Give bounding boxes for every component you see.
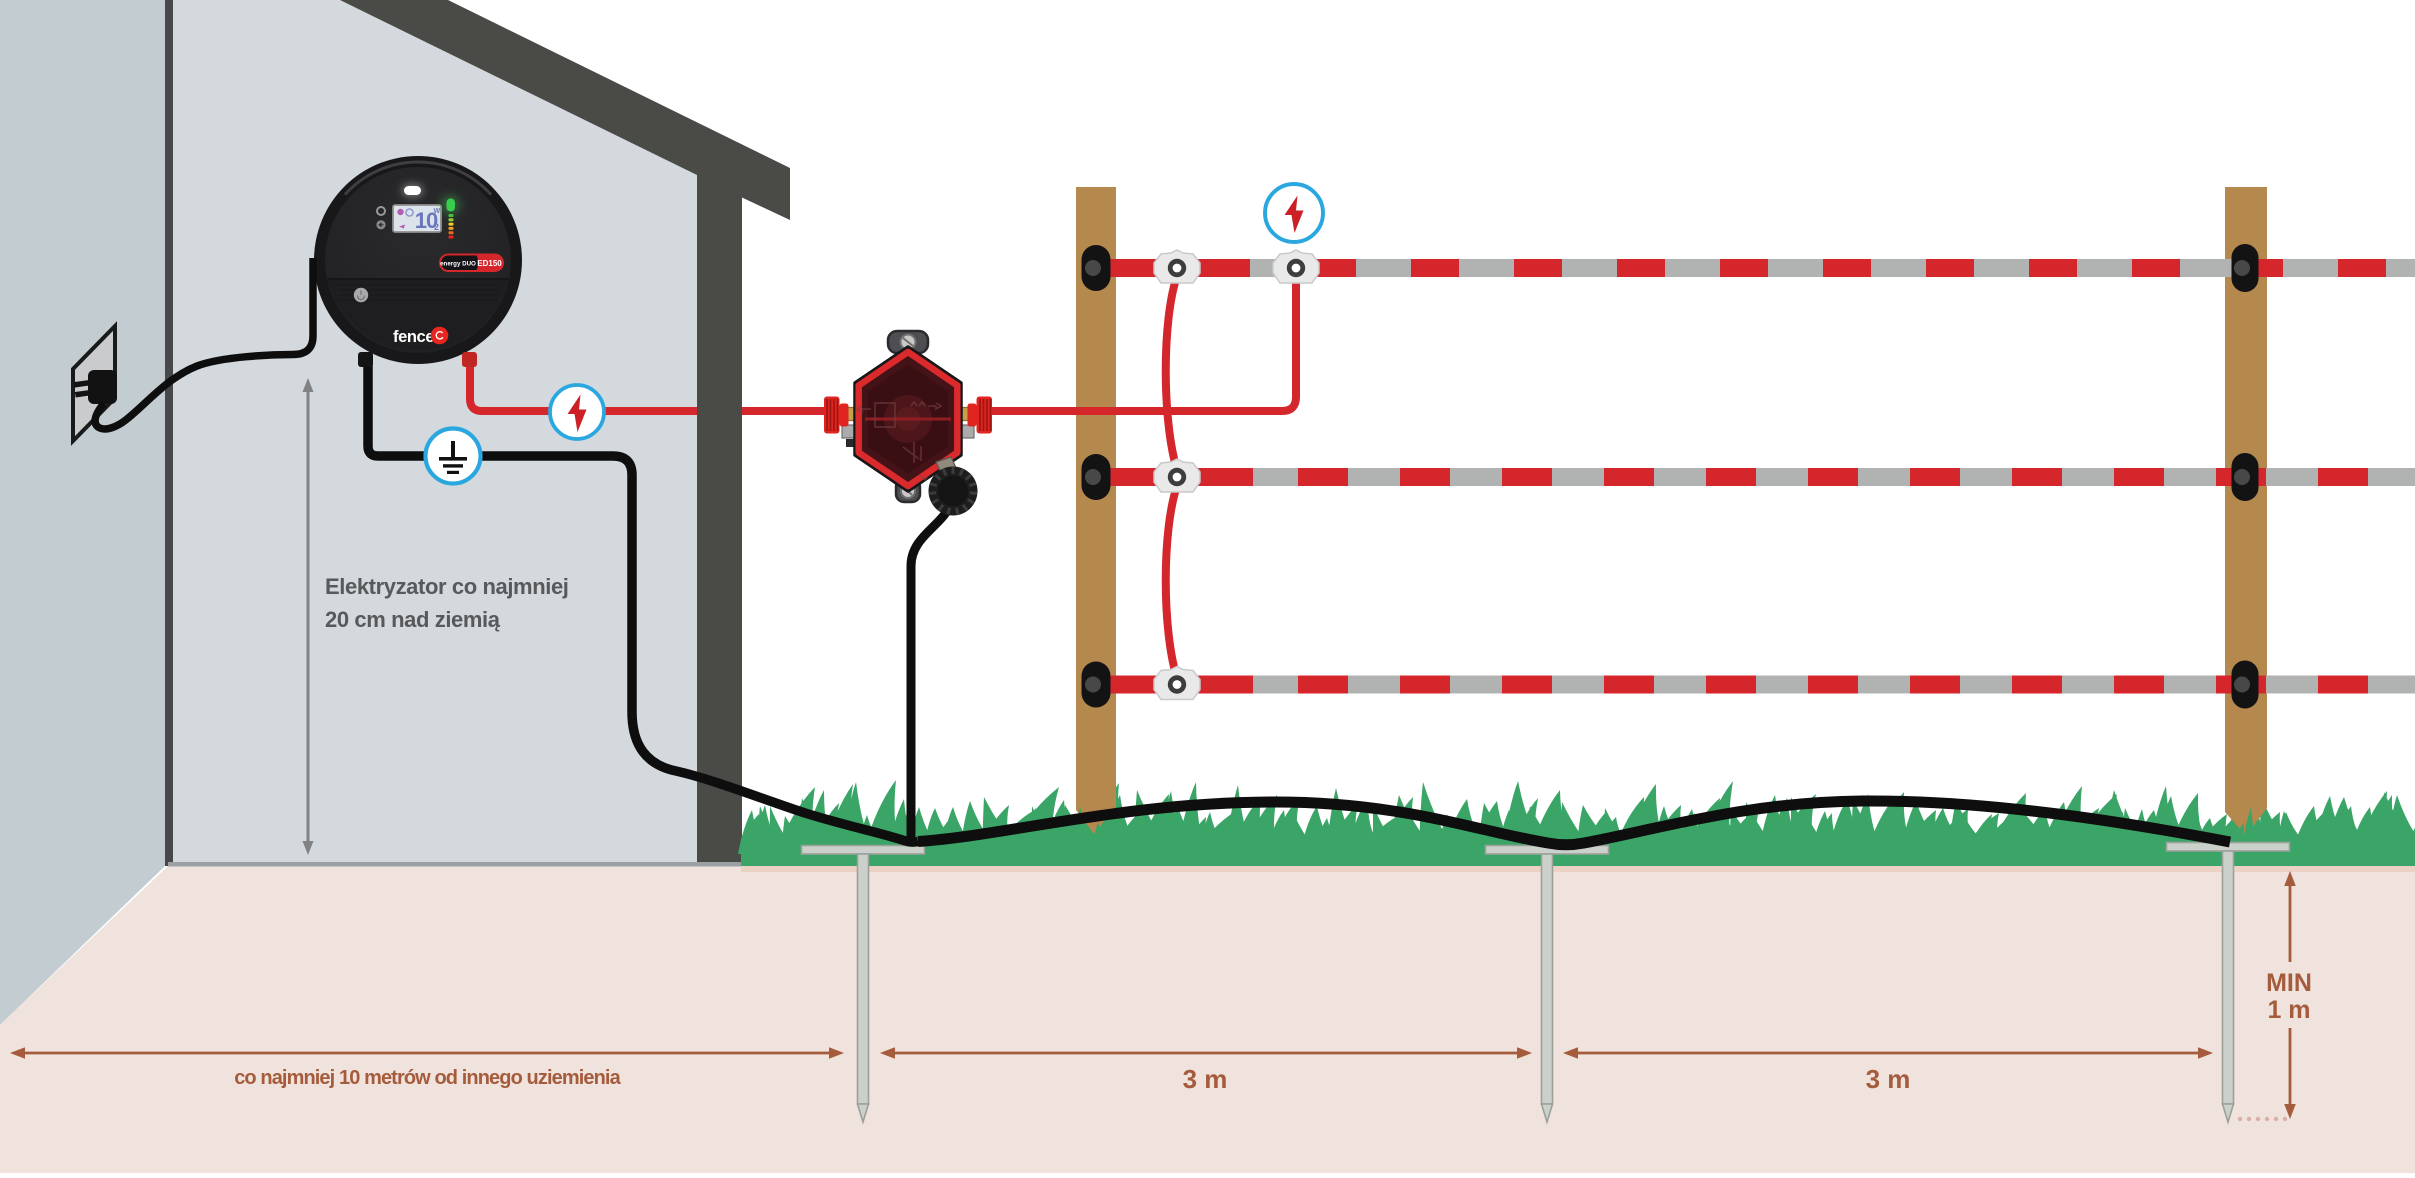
svg-text:co najmniej 10 metrów od inneg: co najmniej 10 metrów od innego uziemien…: [234, 1067, 621, 1089]
svg-text:ED150: ED150: [477, 259, 502, 268]
svg-text:3 m: 3 m: [1183, 1064, 1228, 1094]
svg-text:20 cm nad ziemią: 20 cm nad ziemią: [325, 607, 501, 632]
svg-text:Elektryzator co najmniej: Elektryzator co najmniej: [325, 574, 569, 599]
svg-text:10: 10: [415, 208, 438, 233]
svg-text:W: W: [434, 208, 441, 215]
svg-text:2: 2: [434, 222, 439, 232]
svg-text:MIN: MIN: [2266, 969, 2312, 997]
svg-text:fence: fence: [393, 328, 434, 346]
svg-text:3 m: 3 m: [1866, 1064, 1911, 1094]
svg-text:1 m: 1 m: [2267, 996, 2310, 1024]
svg-text:energy DUO: energy DUO: [440, 261, 476, 268]
